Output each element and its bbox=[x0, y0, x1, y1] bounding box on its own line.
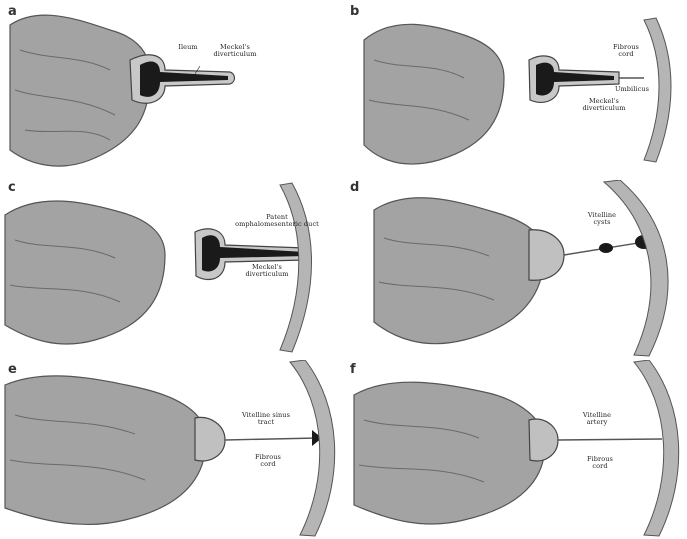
label-meckel-diverticulum: Meckel's diverticulum bbox=[200, 44, 270, 58]
label-fibrous-cord: Fibrous cord bbox=[608, 44, 644, 58]
panel-a: a Ileum Meckel's diverticulum bbox=[0, 0, 343, 179]
panel-d: d Vitelline cysts bbox=[344, 180, 687, 359]
label-patent-omphalomesenteric-duct: Patent omphalomesenteric duct bbox=[232, 214, 322, 228]
panel-f-illustration bbox=[344, 360, 687, 539]
panel-b: b Fibrous cord Umbilicus Meckel's divert… bbox=[344, 0, 687, 179]
label-vitelline-cysts: Vitelline cysts bbox=[584, 212, 620, 226]
panel-f: f Vitelline artery Fibrous cord bbox=[344, 360, 687, 539]
label-meckel-diverticulum: Meckel's diverticulum bbox=[574, 98, 634, 112]
panel-d-illustration bbox=[344, 180, 687, 359]
label-vitelline-artery: Vitelline artery bbox=[574, 412, 620, 426]
label-vitelline-sinus-tract: Vitelline sinus tract bbox=[238, 412, 294, 426]
label-fibrous-cord: Fibrous cord bbox=[582, 456, 618, 470]
label-meckel-diverticulum: Meckel's diverticulum bbox=[232, 264, 302, 278]
label-fibrous-cord: Fibrous cord bbox=[250, 454, 286, 468]
panel-e: e Vitelline sinus tract Fibrous cord bbox=[0, 360, 343, 539]
label-umbilicus: Umbilicus bbox=[612, 86, 652, 93]
panel-a-illustration bbox=[0, 0, 343, 179]
panel-e-illustration bbox=[0, 360, 343, 539]
panel-c: c Patent omphalomesenteric duct Meckel's… bbox=[0, 180, 343, 359]
